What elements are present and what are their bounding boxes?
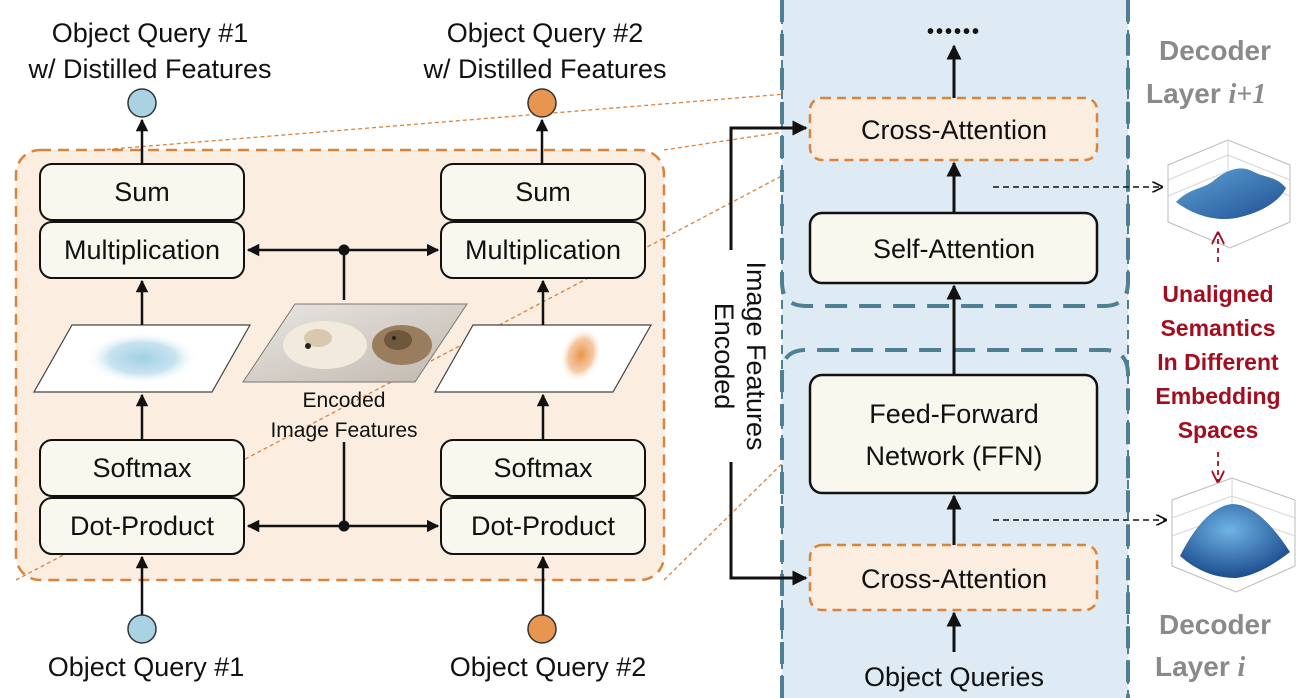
unaligned-line-1: Unaligned: [1162, 281, 1273, 307]
sum-label-1: Sum: [114, 177, 170, 207]
query1-output-circle: [127, 88, 157, 118]
query2-top-label-line2: w/ Distilled Features: [422, 54, 666, 84]
query2-bottom-label: Object Query #2: [450, 652, 647, 682]
ffn-label-line2: Network (FFN): [866, 441, 1043, 471]
sum-box-1: [39, 163, 245, 221]
decoder-bottom-label-line2: Layer i: [1155, 651, 1246, 683]
dot-product-label-1: Dot-Product: [70, 511, 215, 541]
query2-output-circle: [527, 88, 557, 118]
embedding-surface-bottom: [1171, 477, 1296, 593]
query1-bottom-label: Object Query #1: [48, 652, 245, 682]
unaligned-line-2: Semantics: [1160, 315, 1275, 341]
self-attention-box: [808, 211, 1099, 285]
arrow-features-to-cross-top: [729, 120, 808, 250]
sum-box-2: [440, 163, 646, 221]
decoder-top-label-line2: Layer i+1: [1146, 78, 1266, 110]
object-queries-label: Object Queries: [864, 662, 1044, 692]
encoded-image-photo: [242, 303, 468, 383]
multiplication-box-1: [39, 221, 245, 279]
arrow-features-to-cross-bottom: [729, 462, 808, 586]
query1-input-circle: [127, 614, 157, 644]
query2-top-label-line1: Object Query #2: [447, 18, 644, 48]
multiplication-label-2: Multiplication: [465, 235, 621, 265]
side-features-label: Encoded Image Features: [709, 261, 771, 450]
query2-input-circle: [527, 614, 557, 644]
unaligned-line-3: In Different: [1157, 349, 1279, 375]
unaligned-line-4: Embedding: [1155, 383, 1280, 409]
dot-product-box-1: [39, 497, 245, 555]
embedding-surface-top: [1167, 139, 1291, 249]
ffn-box: [808, 373, 1099, 495]
decoder-bottom-label-line1: Decoder: [1159, 609, 1271, 640]
encoded-features-label-line1: Encoded: [303, 389, 386, 412]
cross-attention-bottom-label: Cross-Attention: [861, 564, 1047, 594]
decoder-layer-top-outline: [780, 0, 1130, 308]
dot-product-label-2: Dot-Product: [471, 511, 616, 541]
cross-attention-top-box: [808, 96, 1099, 162]
query1-top-label-line2: w/ Distilled Features: [27, 54, 271, 84]
query1-top-label-line1: Object Query #1: [52, 18, 249, 48]
ellipsis-dots: ••••••: [927, 21, 981, 43]
junction-dot-bottom: [338, 520, 350, 532]
junction-dot-top: [338, 244, 350, 256]
attention-map-1: [32, 324, 252, 393]
decoder-top-label-line1: Decoder: [1159, 35, 1271, 66]
dot-product-box-2: [440, 497, 646, 555]
softmax-label-2: Softmax: [493, 453, 593, 483]
multiplication-box-2: [440, 221, 646, 279]
encoded-features-label-line2: Image Features: [270, 419, 417, 442]
unaligned-line-5: Spaces: [1178, 417, 1259, 443]
multiplication-label-1: Multiplication: [64, 235, 220, 265]
sum-label-2: Sum: [515, 177, 571, 207]
ffn-label-line1: Feed-Forward: [869, 399, 1039, 429]
cross-attention-top-label: Cross-Attention: [861, 115, 1047, 145]
self-attention-label: Self-Attention: [873, 234, 1035, 264]
attention-map-2: [433, 324, 653, 393]
softmax-label-1: Softmax: [92, 453, 192, 483]
cross-attention-bottom-box: [808, 543, 1099, 612]
feature-connector: [246, 243, 440, 533]
side-features-label-line2: Image Features: [741, 261, 771, 450]
side-features-label-line1: Encoded: [709, 303, 739, 410]
